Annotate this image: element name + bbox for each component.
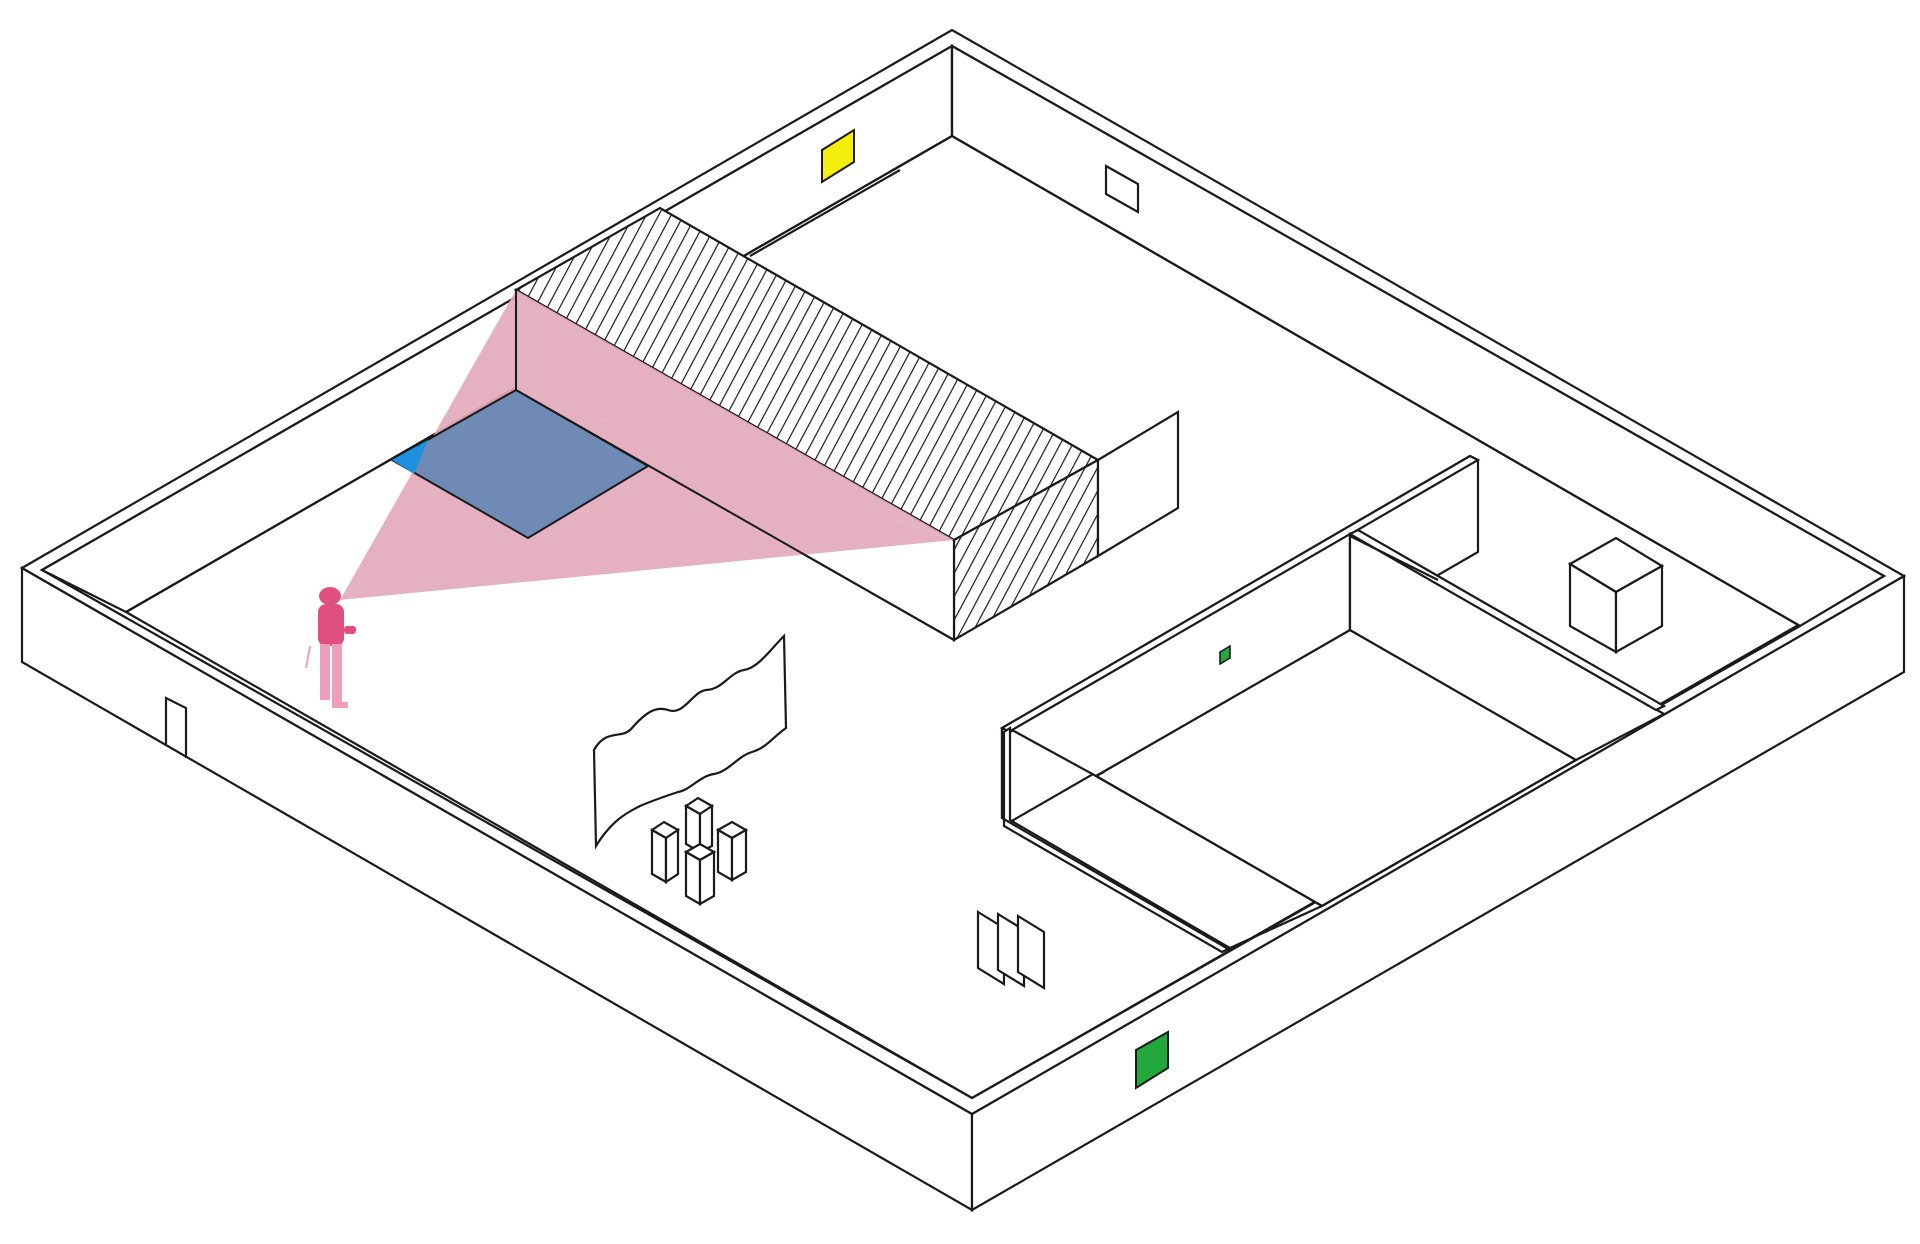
back-partition-line	[749, 169, 901, 257]
room-front-edge	[1229, 904, 1323, 950]
plinth-1-left	[650, 828, 668, 884]
yellow-square-marker	[821, 128, 855, 184]
entrance-notch	[164, 696, 188, 758]
small-green-marker	[1219, 644, 1231, 666]
plinth-1-right	[664, 827, 680, 885]
standing-panels	[976, 910, 1046, 990]
inner-room	[999, 454, 1667, 954]
cube-right	[1614, 564, 1664, 654]
cube-plinth	[1567, 536, 1665, 654]
view-cone-fill	[340, 290, 954, 600]
plinth-4-left	[684, 850, 702, 906]
panel-3	[1016, 914, 1046, 990]
view-cone-side	[516, 290, 954, 540]
green-square-marker	[1135, 1030, 1169, 1090]
wavy-screen	[592, 633, 788, 850]
cane-line	[305, 645, 311, 669]
viewed-floor-patch	[389, 388, 650, 540]
room-left-edge	[1000, 728, 1231, 951]
return-wall	[1096, 410, 1180, 558]
plinth-group	[649, 796, 749, 906]
viewed-floor-patch-edge	[392, 440, 428, 474]
wavy-screen-panel	[592, 633, 788, 850]
outline-square-marker	[1104, 164, 1140, 214]
view-cone	[340, 290, 955, 641]
plinth-3-left	[716, 828, 734, 882]
plinth-3-right	[730, 828, 748, 882]
plinth-4-right	[698, 850, 716, 906]
divider-line	[1349, 535, 1439, 581]
room-inner-joint	[1095, 771, 1105, 777]
plinth-2-right	[698, 803, 714, 854]
person-icon	[305, 587, 356, 708]
